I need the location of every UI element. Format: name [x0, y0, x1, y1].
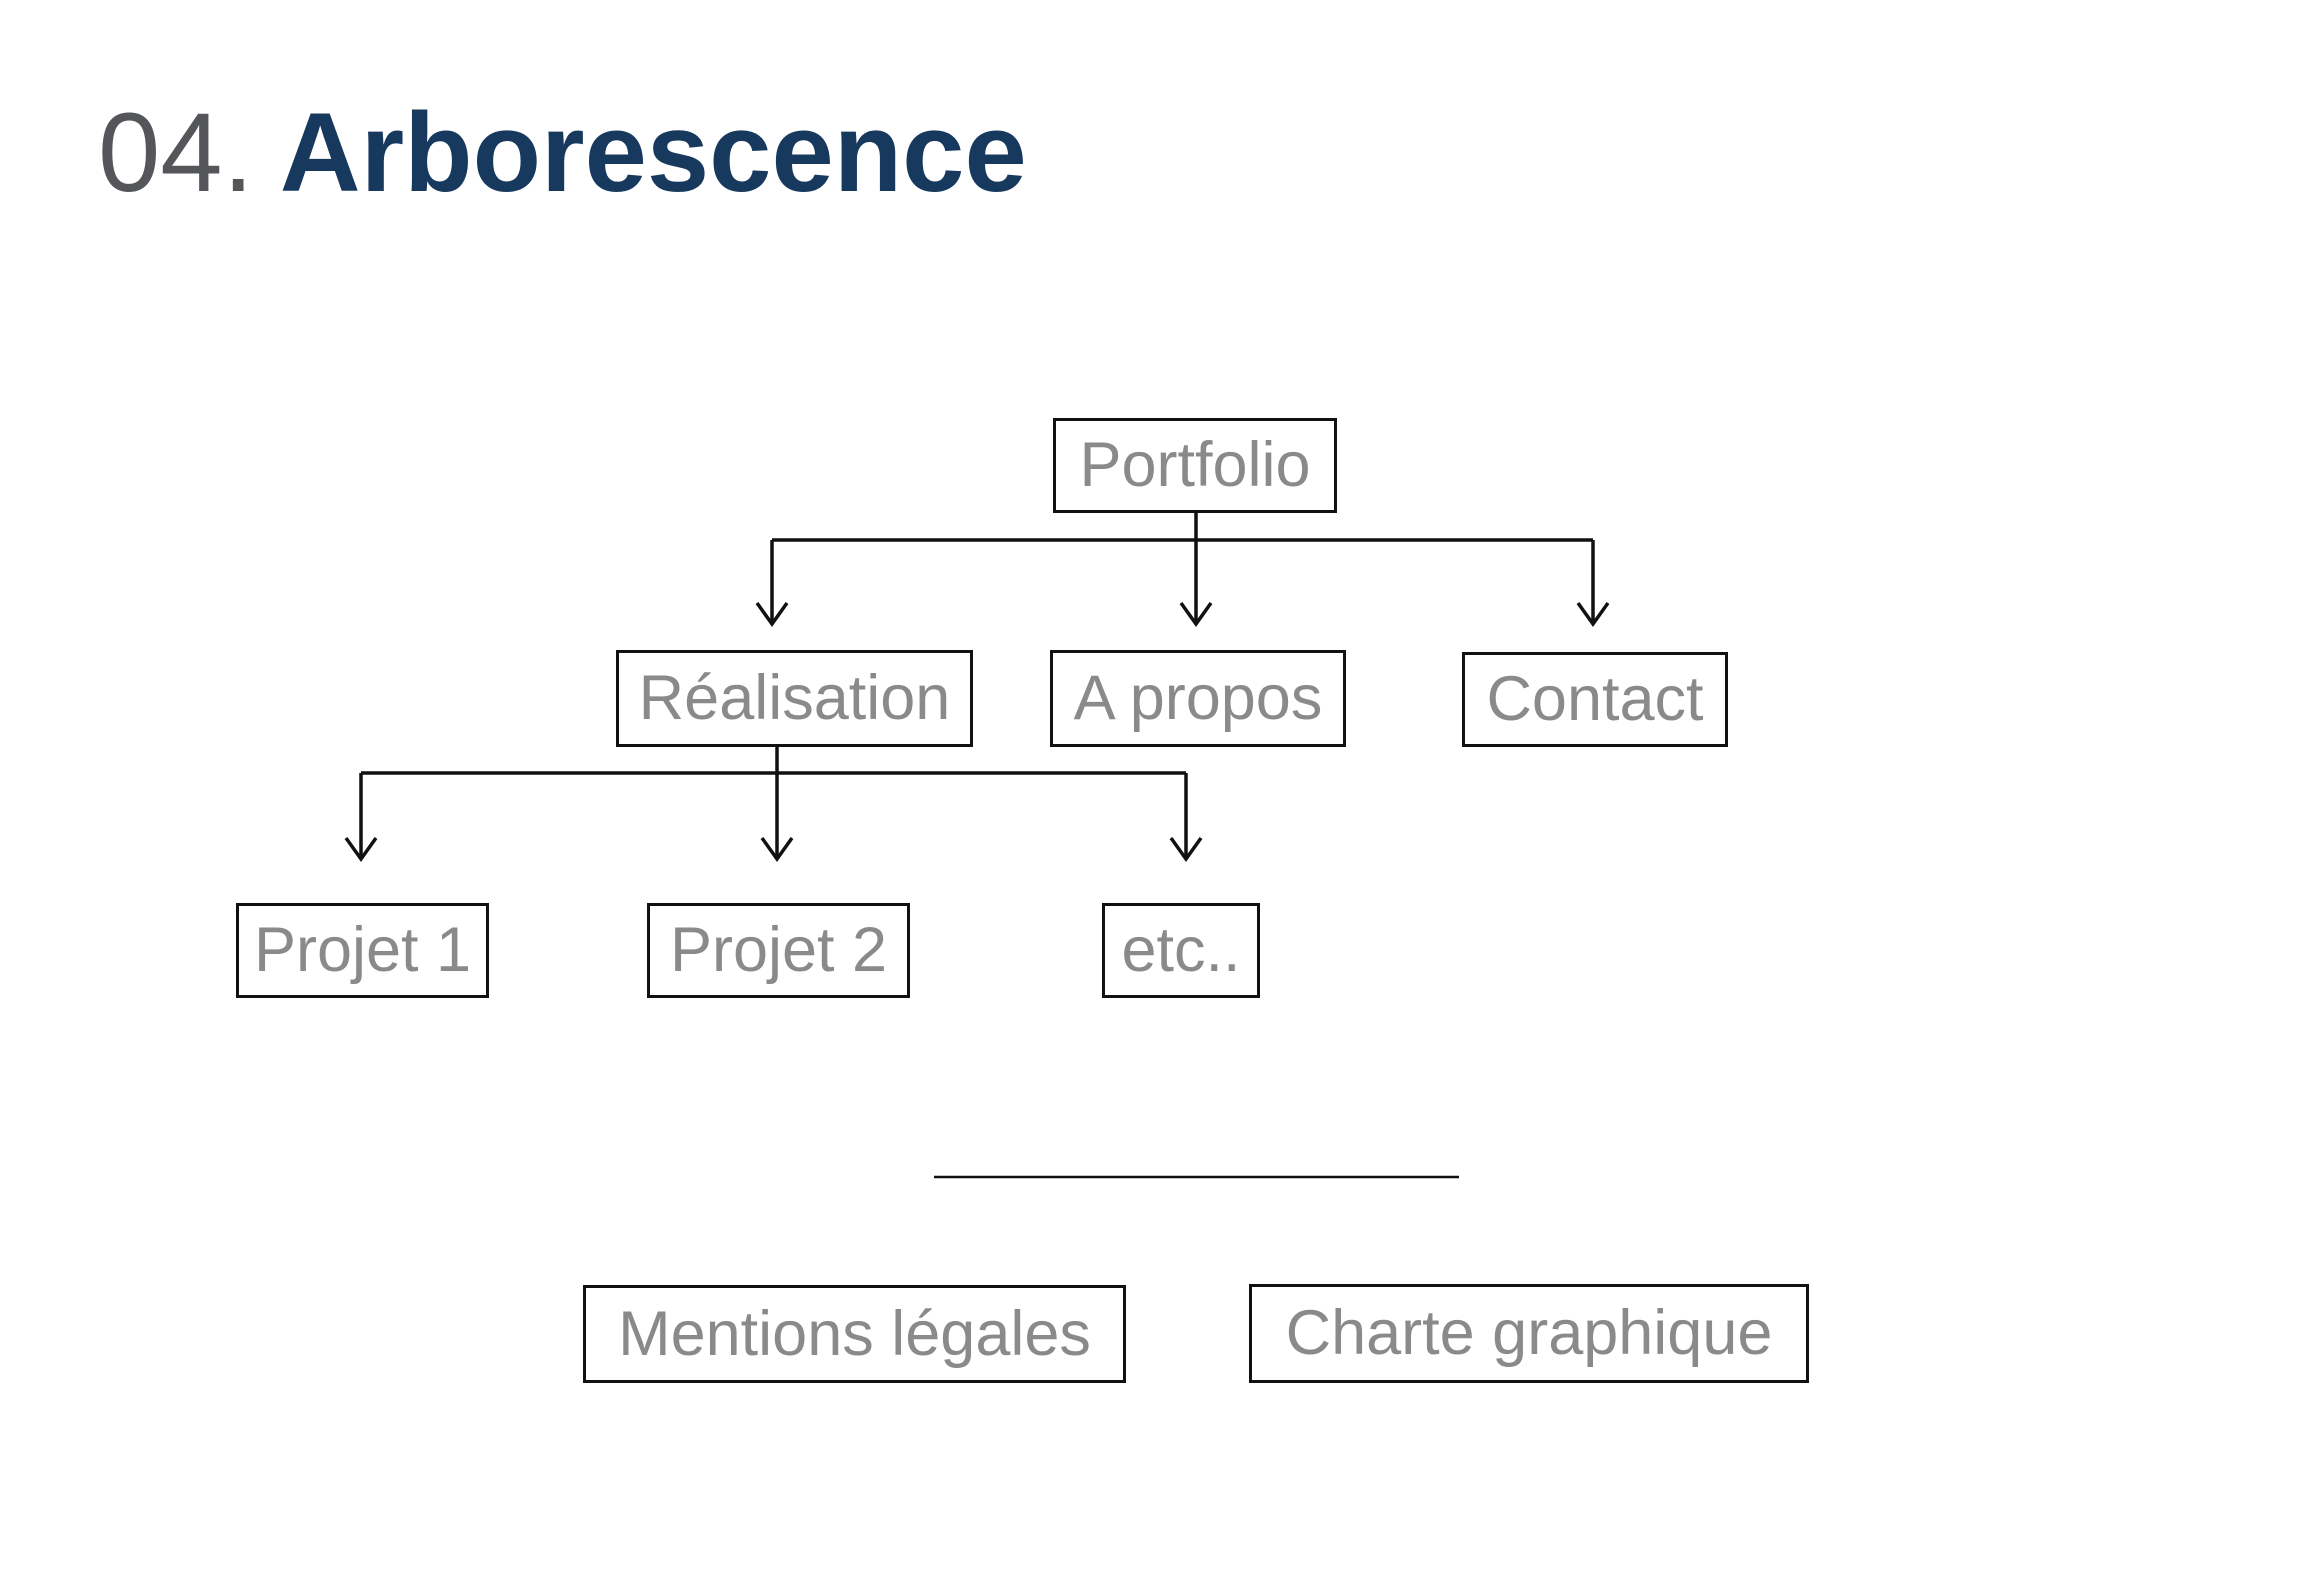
- node-label: A propos: [1073, 663, 1323, 733]
- footer-node-charte-graphique: Charte graphique: [1249, 1284, 1809, 1383]
- tree-node-contact: Contact: [1462, 652, 1728, 747]
- section-number: 04.: [98, 90, 254, 215]
- arrow-head-icon: [344, 836, 378, 863]
- tree-node-apropos: A propos: [1050, 650, 1346, 747]
- node-label: Projet 2: [669, 915, 888, 985]
- node-label: etc..: [1121, 915, 1241, 985]
- connector-realisation-to-projects: [344, 747, 1203, 863]
- section-title: Arborescence: [279, 90, 1027, 215]
- arrow-head-icon: [755, 601, 789, 628]
- tree-node-realisation: Réalisation: [616, 650, 973, 747]
- node-label: Portfolio: [1079, 430, 1311, 500]
- node-label: Contact: [1486, 664, 1704, 734]
- footer-node-mentions-legales: Mentions légales: [583, 1285, 1126, 1383]
- arrow-head-icon: [1576, 601, 1610, 628]
- tree-node-portfolio: Portfolio: [1053, 418, 1337, 513]
- page-title: 04.Arborescence: [98, 97, 1027, 209]
- connector-root-to-children: [755, 513, 1610, 628]
- tree-node-projet1: Projet 1: [236, 903, 489, 998]
- tree-node-etc: etc..: [1102, 903, 1260, 998]
- node-label: Projet 1: [253, 915, 472, 985]
- tree-node-projet2: Projet 2: [647, 903, 910, 998]
- arrow-head-icon: [760, 836, 794, 863]
- node-label: Réalisation: [638, 663, 951, 733]
- arrow-head-icon: [1179, 601, 1213, 628]
- node-label: Charte graphique: [1285, 1298, 1773, 1368]
- node-label: Mentions légales: [618, 1298, 1091, 1369]
- arrow-head-icon: [1169, 836, 1203, 863]
